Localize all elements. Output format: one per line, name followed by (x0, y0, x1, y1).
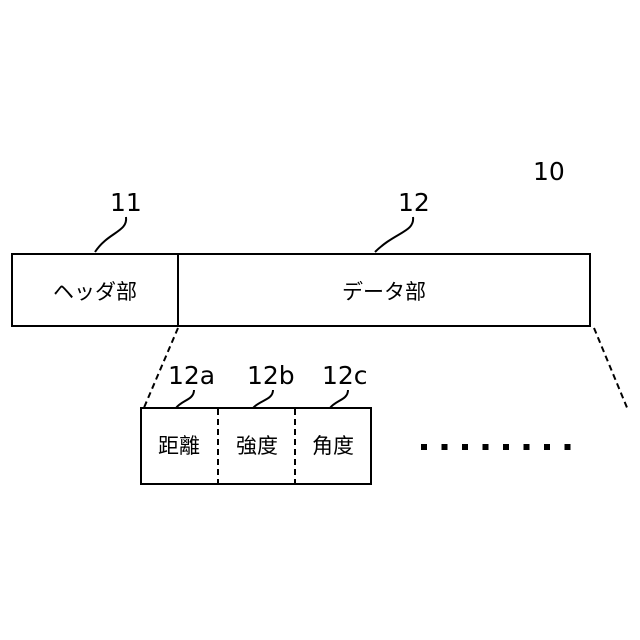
field-label-intensity: 強度 (236, 434, 278, 458)
field-leader-12b (253, 390, 273, 408)
field-reference-12a: 12a (168, 361, 215, 390)
field-leader-12a (176, 390, 194, 408)
continuation-dot (462, 444, 468, 450)
continuation-dot (524, 444, 530, 450)
field-reference-12b: 12b (247, 361, 295, 390)
data-leader-line (375, 217, 413, 252)
expansion-line-right (594, 328, 628, 410)
continuation-dot (421, 444, 427, 450)
data-reference-number: 12 (398, 188, 430, 217)
packet-reference-number: 10 (533, 157, 565, 186)
continuation-dots (421, 444, 571, 450)
field-label-distance: 距離 (158, 434, 200, 458)
continuation-dot (565, 444, 571, 450)
continuation-dot (442, 444, 448, 450)
header-leader-line (95, 217, 126, 252)
header-reference-number: 11 (110, 188, 142, 217)
data-part-label: データ部 (342, 280, 426, 304)
field-label-angle: 角度 (312, 434, 354, 458)
continuation-dot (544, 444, 550, 450)
field-reference-12c: 12c (322, 361, 368, 390)
continuation-dot (483, 444, 489, 450)
header-part-label: ヘッダ部 (53, 280, 137, 304)
continuation-dot (503, 444, 509, 450)
field-leader-12c (330, 390, 348, 408)
